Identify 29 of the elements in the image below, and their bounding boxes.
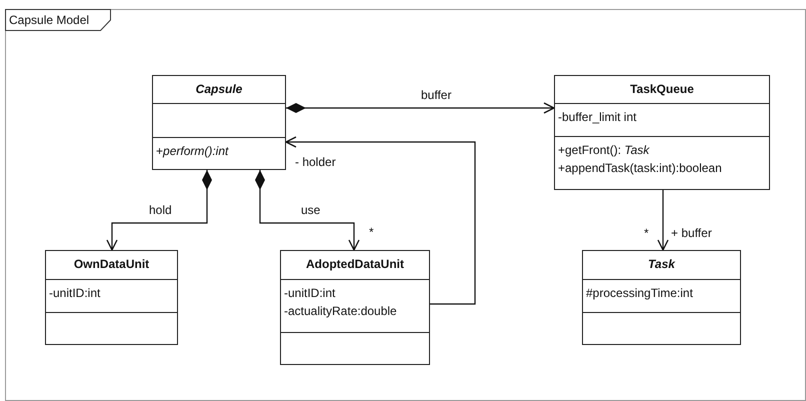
class-name: OwnDataUnit [72,256,150,273]
diagram-frame [5,9,806,401]
class-name: Task [647,256,676,273]
class-box [152,75,286,170]
class-box [554,75,770,190]
operation: +appendTask(task:int):boolean [558,160,722,177]
attribute: #processingTime:int [586,285,693,302]
association-arrow [286,102,555,114]
edge-label: - holder [294,155,337,169]
association-arrow [285,136,476,305]
class-name: Capsule [194,81,244,98]
operation: +getFront(): Task [558,142,650,159]
edge-label: + buffer [670,226,713,240]
class-name: AdoptedDataUnit [305,256,405,273]
edge-label: buffer [420,88,452,102]
class-box [280,250,430,365]
frame-title: Capsule Model [5,9,112,31]
class-box [582,250,741,345]
attribute: -actualityRate:double [284,303,397,320]
operation: +perform():int [156,143,228,160]
attribute: -buffer_limit int [558,109,636,126]
association-arrow [106,170,212,251]
attribute: -unitID:int [284,285,336,302]
association-arrow [657,190,669,251]
attribute: -unitID:int [49,285,100,302]
class-name: TaskQueue [629,81,695,98]
class-box [45,250,178,345]
edge-label: hold [148,203,173,217]
association-arrow [255,170,360,251]
